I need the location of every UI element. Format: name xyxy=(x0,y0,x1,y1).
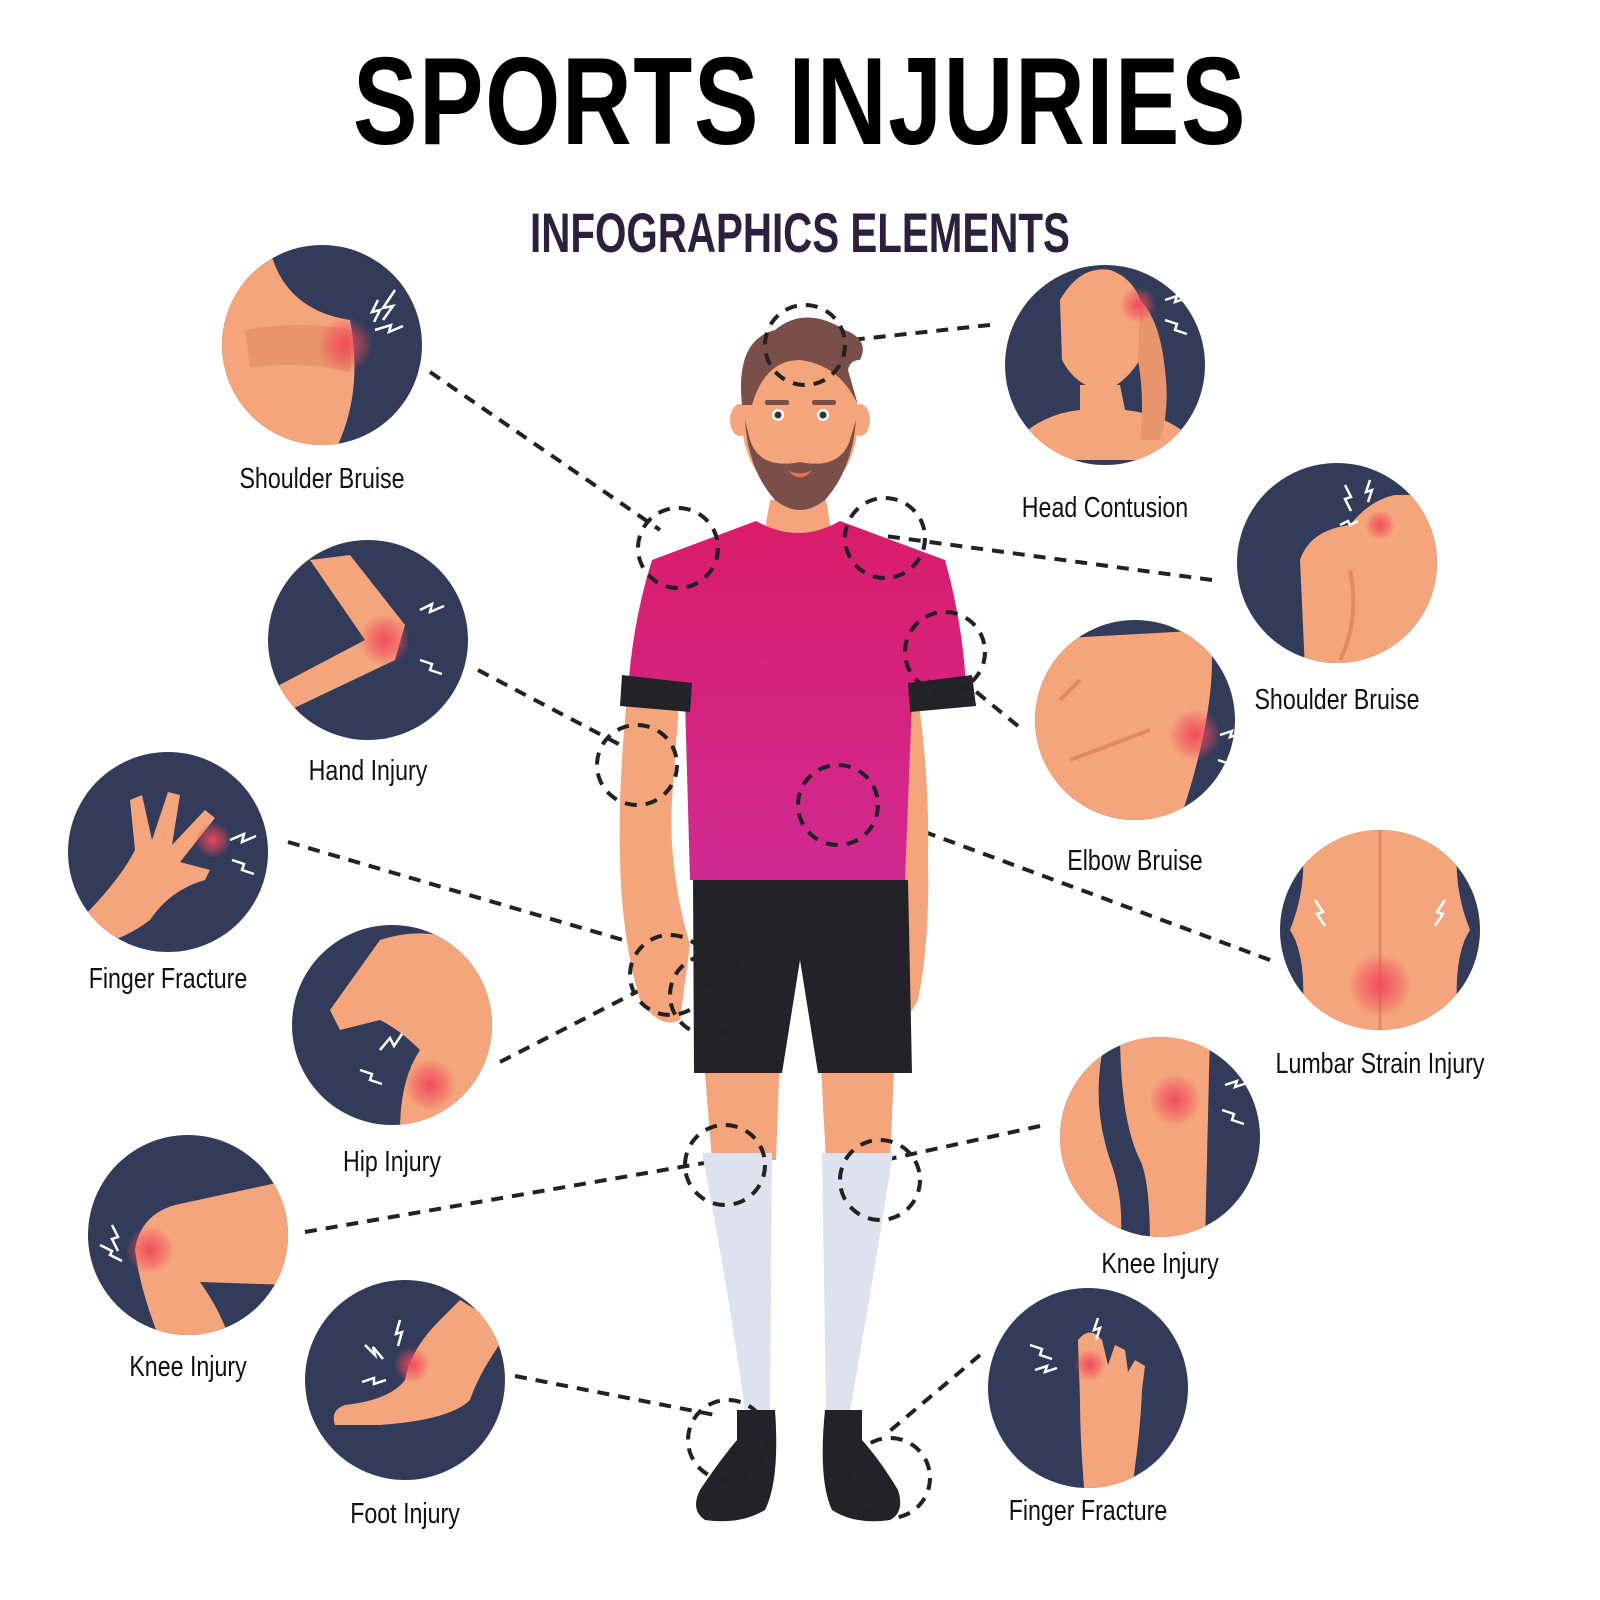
sock-right xyxy=(822,1153,893,1410)
page-title: SPORTS INJURIES xyxy=(352,33,1248,171)
shirt xyxy=(628,521,966,880)
beard xyxy=(745,420,856,510)
connector-hip xyxy=(499,983,651,1064)
lower-back-illustration xyxy=(1280,830,1480,1030)
marker-foot xyxy=(686,1398,770,1482)
label-finger-fracture-right: Finger Fracture xyxy=(1008,1495,1168,1527)
shoe-right xyxy=(822,1410,901,1522)
connector-foot xyxy=(514,1374,716,1417)
hip-illustration xyxy=(292,925,492,1125)
head-illustration xyxy=(1005,265,1205,465)
marker-toe xyxy=(848,1436,932,1520)
label-foot-injury: Foot Injury xyxy=(350,1498,460,1530)
elbow-arm-illustration xyxy=(268,540,468,740)
marker-hand xyxy=(595,723,679,807)
label-knee-injury-left: Knee Injury xyxy=(129,1351,247,1383)
marker-knee-right xyxy=(838,1138,922,1222)
target-markers xyxy=(595,303,987,1520)
shorts xyxy=(693,880,912,1073)
label-head-contusion: Head Contusion xyxy=(1021,492,1189,524)
connector-knee-left xyxy=(304,1160,711,1234)
hand-finger-illustration xyxy=(68,752,268,952)
label-hip-injury: Hip Injury xyxy=(343,1146,441,1178)
connector-hand xyxy=(477,668,631,752)
sock-left xyxy=(702,1153,772,1410)
ankle-foot-illustration xyxy=(305,1280,505,1480)
marker-shoulder-left xyxy=(636,506,720,590)
marker-finger-left xyxy=(628,933,712,1017)
marker-hip xyxy=(668,953,752,1037)
sleeve-cuff-left xyxy=(620,675,692,712)
marker-lumbar xyxy=(796,763,880,847)
knee-front-illustration xyxy=(1060,1037,1260,1237)
label-knee-injury-right: Knee Injury xyxy=(1101,1248,1219,1280)
label-shoulder-bruise-right: Shoulder Bruise xyxy=(1254,684,1420,716)
label-elbow-bruise: Elbow Bruise xyxy=(1067,845,1203,877)
connector-finger-left xyxy=(287,840,641,947)
connector-lumbar xyxy=(824,793,1271,962)
label-shoulder-bruise-left: Shoulder Bruise xyxy=(239,463,405,495)
label-hand-injury: Hand Injury xyxy=(308,755,428,787)
marker-shoulder-right xyxy=(843,496,927,580)
marker-knee-left xyxy=(683,1123,767,1207)
elbow-illustration xyxy=(1035,620,1243,820)
shoulder-back-illustration xyxy=(1237,463,1437,663)
label-finger-fracture-left: Finger Fracture xyxy=(88,963,248,995)
label-lumbar-strain: Lumbar Strain Injury xyxy=(1275,1048,1485,1080)
marker-elbow xyxy=(903,610,987,694)
shoe-left xyxy=(696,1410,777,1522)
shoulder-bruise-illustration xyxy=(222,245,422,445)
connector-toe xyxy=(883,1353,982,1437)
hair xyxy=(740,317,863,405)
connector-shoulder-right xyxy=(884,534,1213,582)
page-subtitle: INFOGRAPHICS ELEMENTS xyxy=(530,201,1070,264)
connector-shoulder-left xyxy=(428,370,662,532)
marker-head xyxy=(763,303,847,387)
toe-illustration xyxy=(988,1288,1188,1488)
athlete-figure xyxy=(619,317,976,1522)
knee-side-illustration xyxy=(88,1135,288,1335)
